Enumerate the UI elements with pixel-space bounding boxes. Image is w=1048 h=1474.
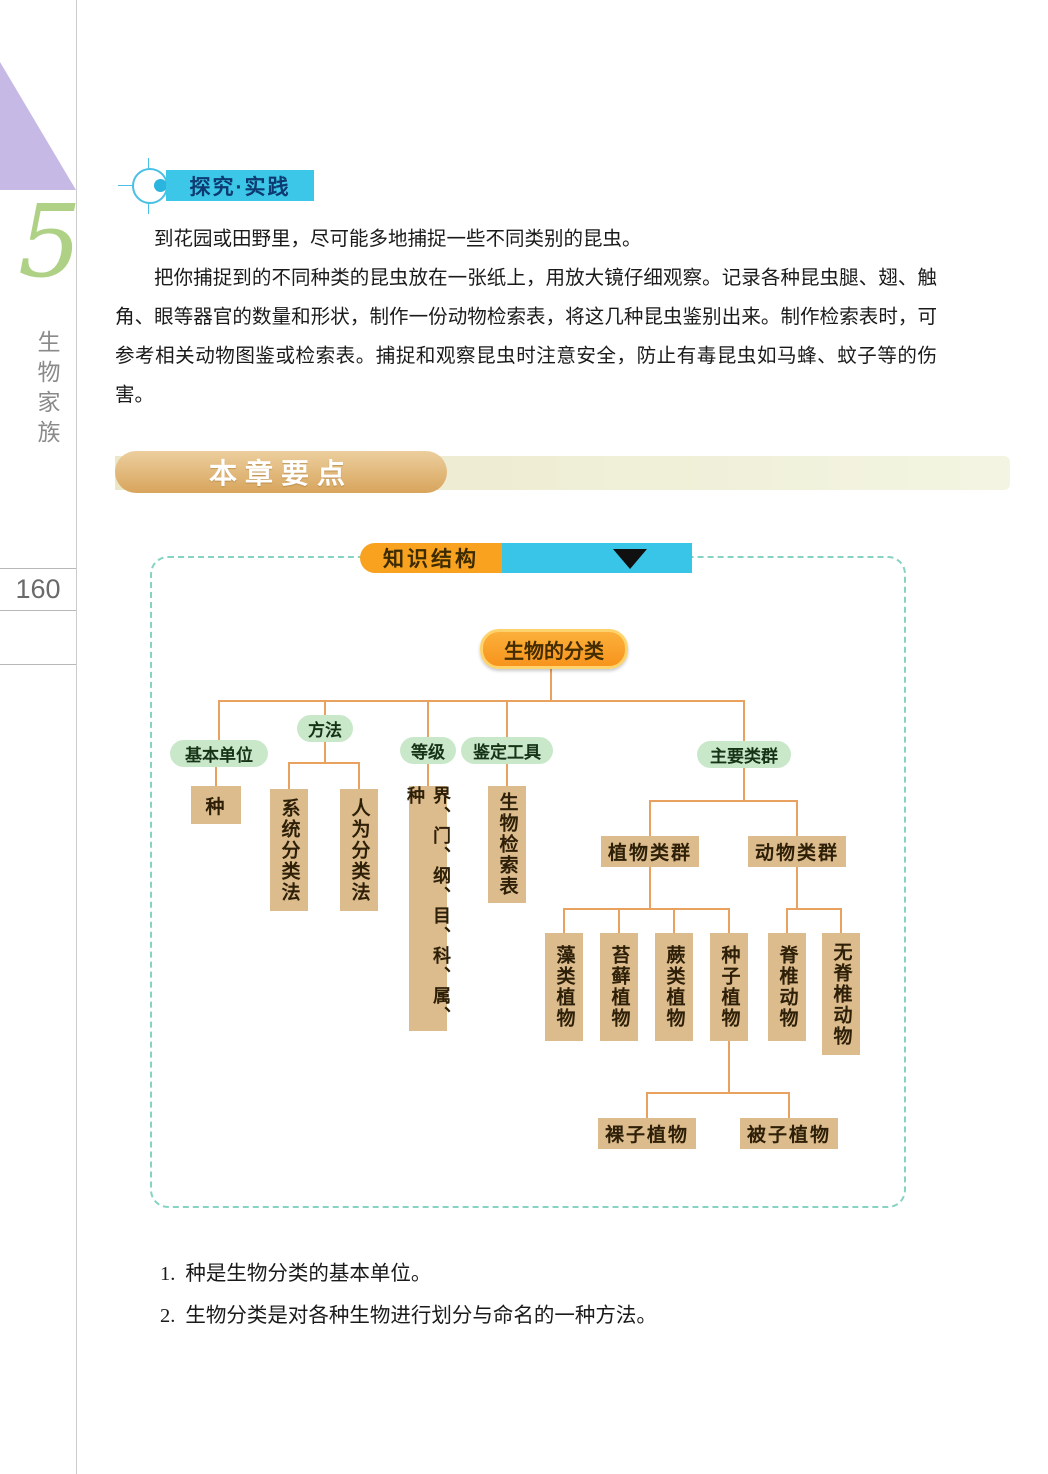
diagram-title: 知识结构 [360,543,502,573]
practice-badge: 探究·实践 [166,170,314,201]
connector-line [743,768,745,800]
node-gymnosperms: 裸子植物 [598,1118,696,1149]
node-vertebrates: 脊椎动物 [768,933,806,1041]
node-species: 种 [191,786,241,824]
margin-vertical-rule [76,0,77,1474]
connector-line [649,800,651,836]
connector-line [618,908,620,933]
connector-line [427,700,429,737]
connector-line [218,700,220,740]
summary-point-1: 1. 种是生物分类的基本单位。 [160,1256,431,1286]
down-triangle-icon [613,549,647,569]
banner-label: 本章要点 [208,458,353,489]
node-algae: 藻类植物 [545,933,583,1041]
node-seed-plants: 种子植物 [710,933,748,1041]
decorative-triangle [0,62,76,190]
connector-line [550,663,552,700]
connector-line [358,762,360,789]
point-text: 生物分类是对各种生物进行划分与命名的一种方法。 [185,1305,657,1327]
connector-line [796,800,798,836]
page-number: 160 [15,574,61,604]
chapter-title-vertical: 生物家族 [34,330,60,450]
chapter-number: 5 [18,183,82,300]
connector-line [786,908,788,933]
margin-divider [0,568,76,569]
connector-line [288,762,290,789]
margin-divider [0,610,76,611]
margin-divider [0,664,76,665]
circle-dot [154,179,167,192]
connector-line [288,762,360,764]
node-fern: 蕨类植物 [655,933,693,1041]
point-number: 1. [160,1263,176,1285]
connector-line [324,742,326,762]
connector-line [646,1092,648,1118]
connector-line [218,700,745,702]
node-animal-groups: 动物类群 [748,836,846,867]
connector-line [796,867,798,908]
connector-line [743,700,745,741]
diagram-title-bar [502,543,692,573]
connector-line [786,908,842,910]
practice-paragraph-2: 把你捕捉到的不同种类的昆虫放在一张纸上，用放大镜仔细观察。记录各种昆虫腿、翅、触… [115,268,937,406]
node-bio-key-table: 生物检索表 [488,786,526,903]
connector-line [563,908,565,933]
connector-line [788,1092,790,1118]
connector-line [728,908,730,933]
connector-line [673,908,675,933]
node-rank-levels: 界、门、纲、目、科、属、种 [405,786,451,1031]
branch-method: 方法 [297,715,353,742]
connector-line [324,700,326,715]
branch-main-groups: 主要类群 [697,741,791,768]
node-angiosperms: 被子植物 [740,1118,838,1149]
connector-line [506,700,508,737]
branch-rank: 等级 [400,737,456,764]
connector-line [646,1092,790,1094]
node-artificial-method: 人为分类法 [340,789,378,911]
practice-text-block: 到花园或田野里，尽可能多地捕捉一些不同类别的昆虫。 把你捕捉到的不同种类的昆虫放… [115,220,937,415]
connector-line [506,764,508,786]
chapter-summary-banner: 本章要点 [115,451,447,493]
connector-line [728,1041,730,1092]
point-text: 种是生物分类的基本单位。 [185,1263,432,1285]
connector-line [840,908,842,933]
node-systematic-method: 系统分类法 [270,789,308,911]
branch-identification-tool: 鉴定工具 [461,737,553,764]
node-root: 生物的分类 [480,629,628,669]
node-invertebrates: 无脊椎动物 [822,933,860,1055]
summary-point-2: 2. 生物分类是对各种生物进行划分与命名的一种方法。 [160,1298,657,1328]
connector-line [427,764,429,786]
node-moss: 苔藓植物 [600,933,638,1041]
connector-line [563,908,730,910]
point-number: 2. [160,1305,176,1327]
branch-basic-unit: 基本单位 [170,740,268,767]
node-plant-groups: 植物类群 [601,836,699,867]
connector-line [649,800,798,802]
practice-paragraph-1: 到花园或田野里，尽可能多地捕捉一些不同类别的昆虫。 [154,229,642,250]
connector-line [215,767,217,786]
connector-line [649,867,651,908]
